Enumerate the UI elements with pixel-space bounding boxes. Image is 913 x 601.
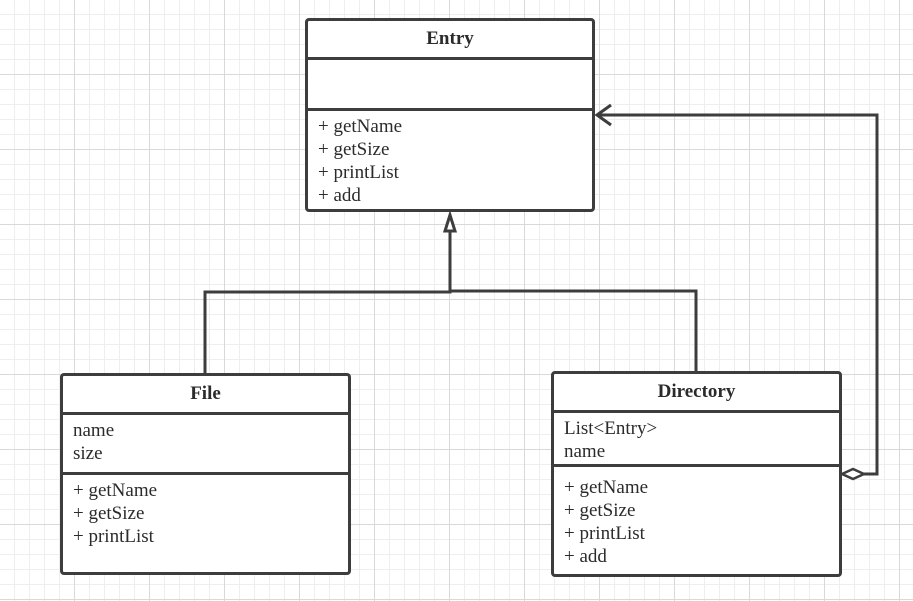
class-directory-methods: + getName + getSize + printList + add bbox=[554, 467, 839, 568]
class-file[interactable]: File name size + getName + getSize + pri… bbox=[60, 373, 351, 575]
method-get-name: + getName bbox=[318, 116, 403, 137]
class-file-methods: + getName + getSize + printList bbox=[63, 475, 348, 548]
attribute-name: name bbox=[564, 441, 606, 462]
class-file-name: File bbox=[63, 376, 348, 415]
generalization-line-directory[interactable] bbox=[450, 289, 698, 371]
method-get-size: + getSize bbox=[318, 139, 390, 160]
generalization-line-file[interactable] bbox=[203, 230, 452, 373]
method-print-list: + printList bbox=[318, 162, 399, 183]
class-entry-name: Entry bbox=[308, 21, 592, 60]
attribute-entry-list: List<Entry> bbox=[564, 418, 658, 439]
class-entry[interactable]: Entry + getName + getSize + printList + … bbox=[305, 18, 595, 212]
method-get-name: + getName bbox=[564, 477, 649, 498]
method-print-list: + printList bbox=[73, 526, 154, 547]
attribute-name: name bbox=[73, 420, 115, 441]
class-directory[interactable]: Directory List<Entry> name + getName + g… bbox=[551, 371, 842, 577]
method-add: + add bbox=[318, 185, 361, 206]
attribute-size: size bbox=[73, 443, 103, 464]
aggregation-diamond bbox=[838, 467, 868, 481]
class-directory-name: Directory bbox=[554, 374, 839, 413]
class-directory-attributes: List<Entry> name bbox=[554, 413, 839, 467]
method-add: + add bbox=[564, 546, 607, 567]
aggregation-line[interactable] bbox=[597, 113, 879, 476]
class-entry-methods: + getName + getSize + printList + add bbox=[308, 111, 592, 207]
aggregation-arrowhead bbox=[594, 103, 612, 127]
method-get-size: + getSize bbox=[564, 500, 636, 521]
class-file-attributes: name size bbox=[63, 415, 348, 475]
method-get-name: + getName bbox=[73, 480, 158, 501]
generalization-arrowhead bbox=[442, 209, 458, 233]
method-print-list: + printList bbox=[564, 523, 645, 544]
method-get-size: + getSize bbox=[73, 503, 145, 524]
class-entry-attributes bbox=[308, 60, 592, 111]
